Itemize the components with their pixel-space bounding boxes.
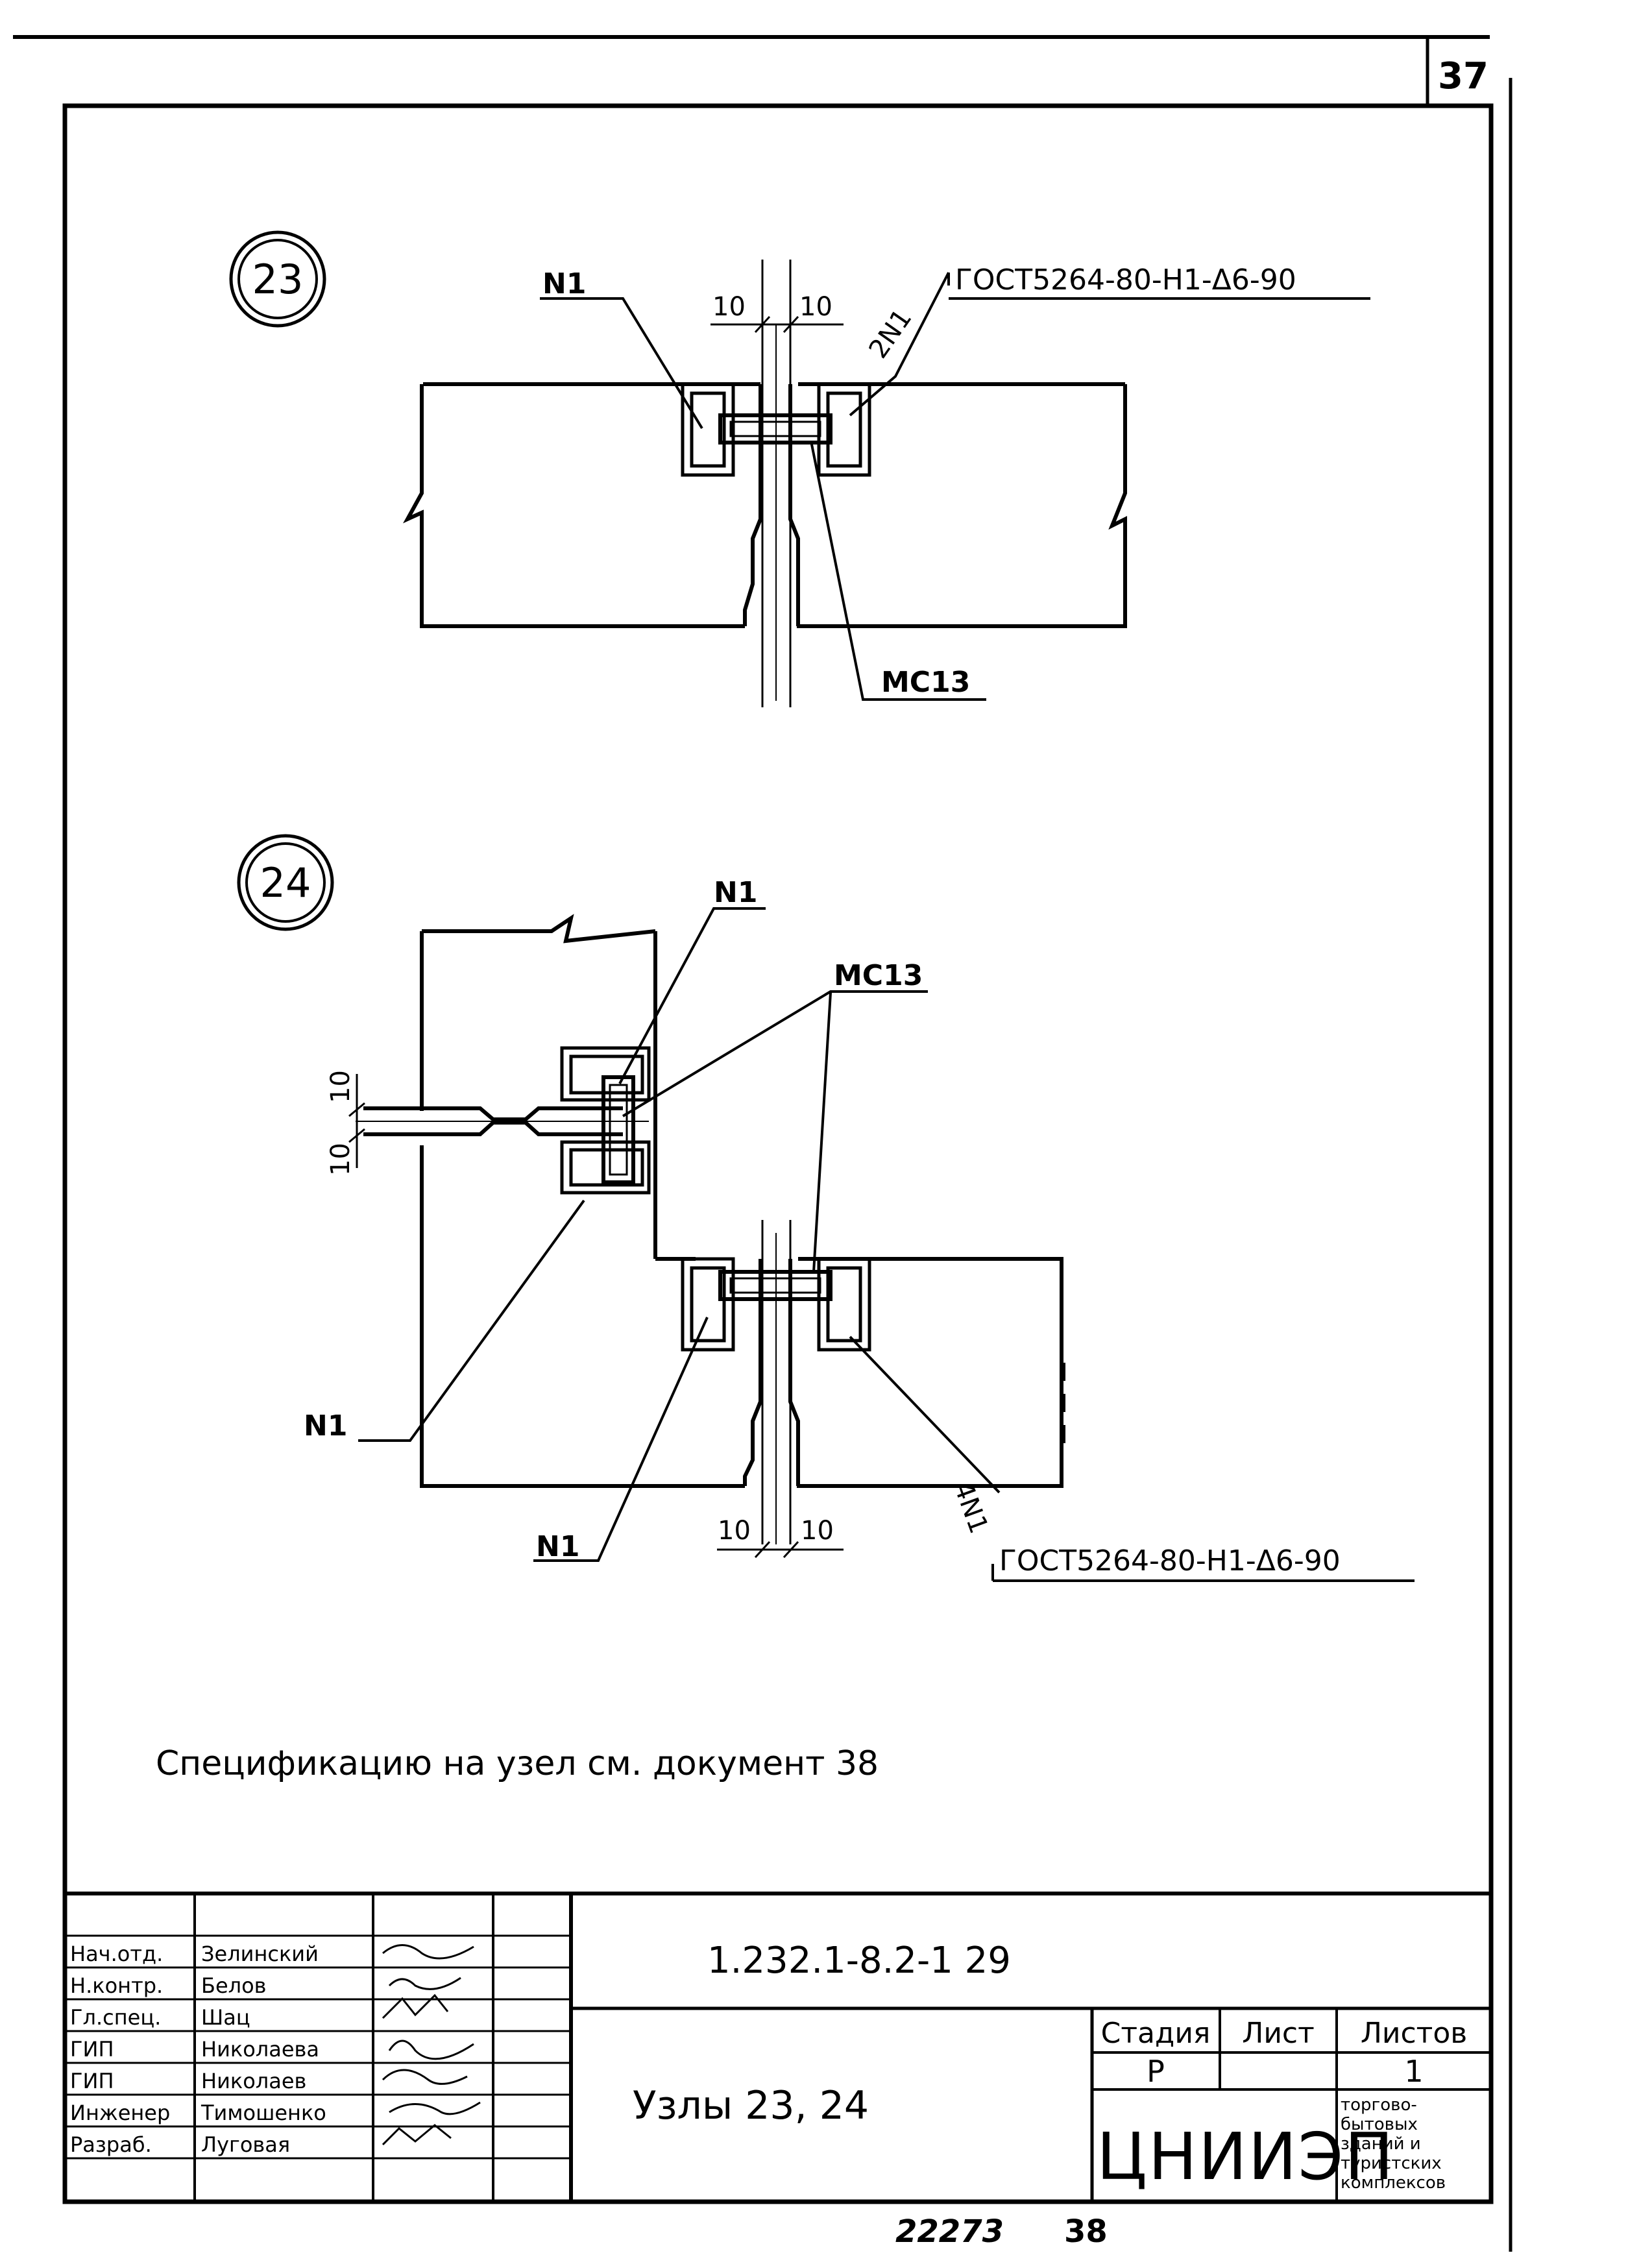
title-block bbox=[65, 1892, 1491, 2202]
node-23-dim-left: 10 bbox=[712, 292, 746, 322]
organization-subtitle-line: туристских bbox=[1341, 2154, 1442, 2173]
node-23-dimension bbox=[711, 315, 844, 334]
node-24-horizontal-dimension bbox=[717, 1541, 844, 1559]
node-23-label-2n1: 2N1 bbox=[864, 304, 918, 364]
signature-role: Нач.отд. bbox=[70, 1942, 163, 1966]
inventory-number: 22273 bbox=[895, 2213, 1004, 2250]
signature-role: Гл.спец. bbox=[70, 2005, 161, 2030]
specification-note: Спецификацию на узел см. документ 38 bbox=[156, 1744, 879, 1783]
footer-page-number: 38 bbox=[1064, 2213, 1108, 2250]
signatures-handwritten bbox=[382, 1944, 481, 2146]
signature-role: Разраб. bbox=[70, 2132, 152, 2157]
node-24-dim-right: 10 bbox=[801, 1516, 834, 1546]
node-23-label-mc13: МС13 bbox=[881, 666, 970, 699]
node-23-weld-spec: ГОСТ5264-80-Н1-Δ6-90 bbox=[955, 263, 1296, 297]
signature-name: Тимошенко bbox=[200, 2101, 326, 2125]
signature-name: Зелинский bbox=[201, 1942, 319, 1966]
node-23-leaders bbox=[540, 272, 986, 701]
stage-value: Р bbox=[1147, 2054, 1165, 2089]
organization-subtitle-line: бытовых bbox=[1341, 2115, 1418, 2134]
signature-name: Николаева bbox=[201, 2037, 319, 2062]
signature-role: ГИП bbox=[70, 2069, 114, 2093]
signature-role: Н.контр. bbox=[70, 1973, 163, 1998]
signature-table: Нач.отд. Зелинский Н.контр. Белов Гл.спе… bbox=[70, 1942, 481, 2157]
signature-name: Шац bbox=[201, 2005, 250, 2030]
signature-role: ГИП bbox=[70, 2037, 114, 2062]
document-code: 1.232.1-8.2-1 29 bbox=[707, 1940, 1011, 1982]
organization-subtitle-line: зданий и bbox=[1341, 2134, 1421, 2154]
sheet-header: Лист bbox=[1242, 2017, 1315, 2050]
node-23-panels bbox=[403, 260, 1127, 707]
node-24-embedded-parts-upper bbox=[560, 1046, 651, 1195]
organization-name: ЦНИИЭП bbox=[1097, 2119, 1394, 2195]
node-23-label-n1: N1 bbox=[542, 267, 586, 300]
node-23-embedded-parts bbox=[681, 382, 871, 477]
organization-subtitle-line: комплексов bbox=[1341, 2173, 1446, 2193]
node-24-badge: 24 bbox=[237, 834, 334, 931]
node-24-dim-left: 10 bbox=[718, 1516, 751, 1546]
node-24-label-n1-left: N1 bbox=[304, 1409, 347, 1443]
node-24-weld-spec: ГОСТ5264-80-Н1-Δ6-90 bbox=[999, 1544, 1341, 1577]
node-23-badge-number: 23 bbox=[252, 256, 304, 303]
node-24-leaders bbox=[358, 907, 1001, 1562]
drawing-title: Узлы 23, 24 bbox=[633, 2083, 869, 2128]
node-24-label-n1-bottom: N1 bbox=[536, 1530, 579, 1563]
signature-name: Луговая bbox=[201, 2132, 290, 2157]
sheet-frame bbox=[13, 35, 1512, 2252]
stage-header: Стадия bbox=[1101, 2017, 1211, 2050]
node-24: 24 bbox=[237, 834, 1415, 1582]
node-24-dim-vert-top: 10 bbox=[326, 1070, 356, 1103]
sheets-header: Листов bbox=[1361, 2017, 1467, 2050]
organization-subtitle-line: торгово- bbox=[1341, 2095, 1417, 2115]
node-24-label-n1-top: N1 bbox=[714, 876, 757, 909]
organization-subtitle: торгово- бытовых зданий и туристских ком… bbox=[1341, 2095, 1446, 2193]
node-24-vertical-dimension bbox=[348, 1074, 365, 1168]
node-24-embedded-parts-lower bbox=[681, 1257, 871, 1352]
node-24-dim-vert-bottom: 10 bbox=[326, 1143, 356, 1176]
node-23-badge: 23 bbox=[229, 230, 326, 328]
node-24-label-mc13: МС13 bbox=[834, 959, 923, 992]
node-23: 23 bbox=[229, 230, 1370, 707]
sheets-value: 1 bbox=[1404, 2054, 1423, 2089]
signature-name: Николаев bbox=[201, 2069, 306, 2093]
sheet-number-box: 37 bbox=[1438, 55, 1488, 97]
node-23-dim-right: 10 bbox=[799, 292, 832, 322]
node-24-panels bbox=[356, 914, 1063, 1544]
signature-name: Белов bbox=[201, 1973, 267, 1998]
sheet-number: 37 bbox=[1438, 55, 1488, 97]
node-24-badge-number: 24 bbox=[260, 859, 311, 907]
signature-role: Инженер bbox=[70, 2101, 170, 2125]
